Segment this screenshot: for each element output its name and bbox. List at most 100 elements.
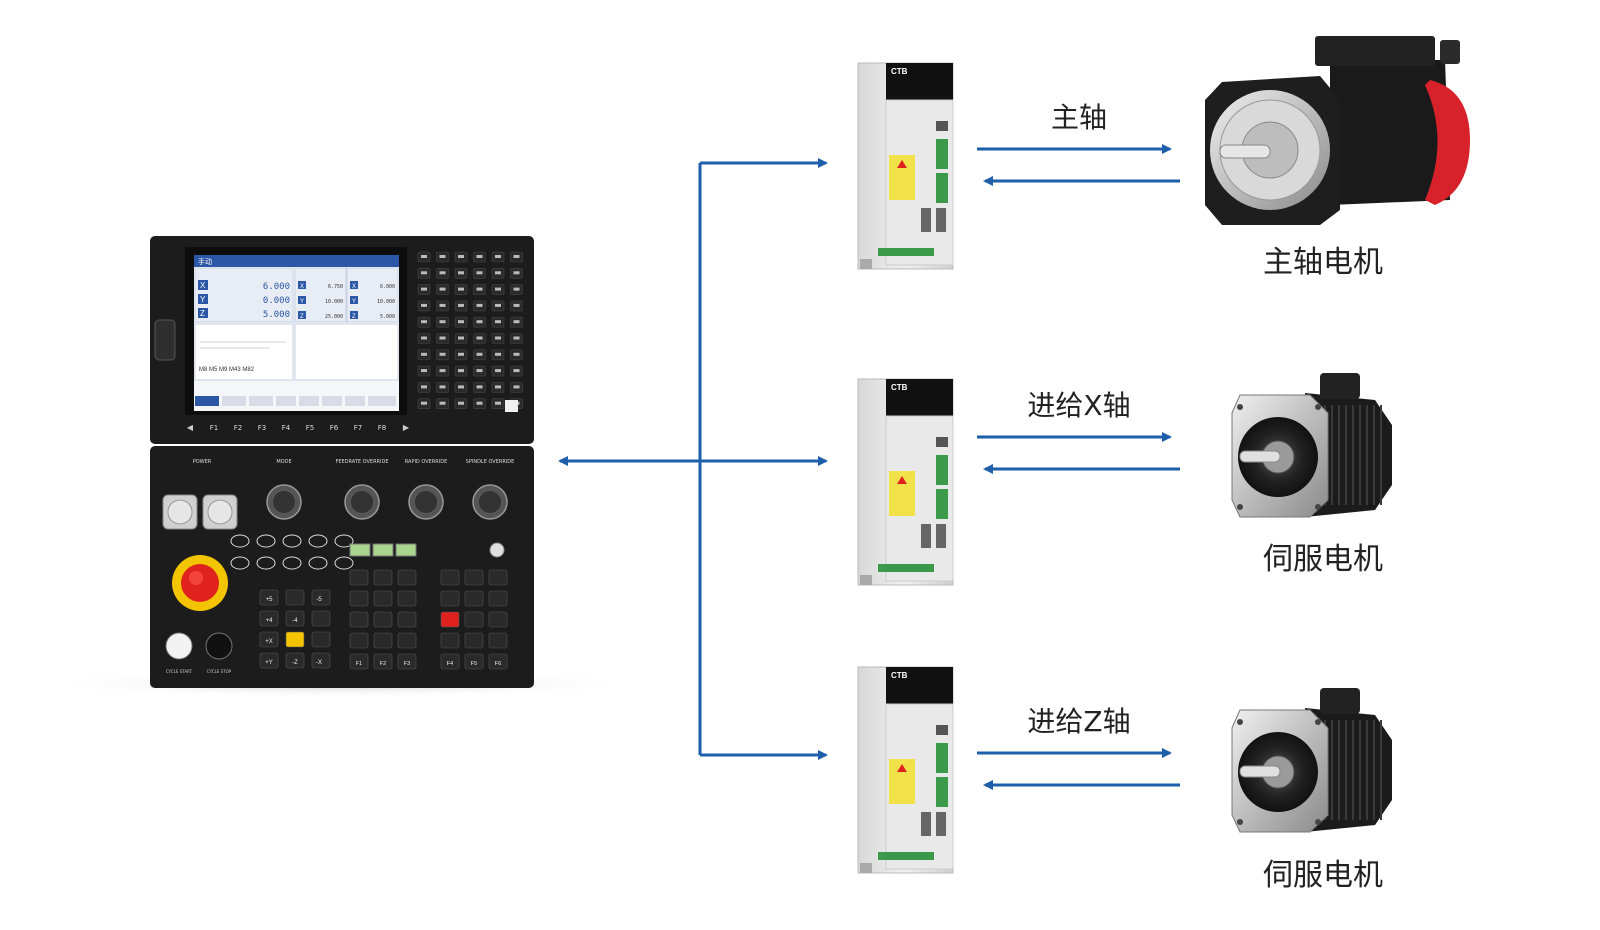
panel-fkey-label: F6 xyxy=(495,661,501,667)
jog-key-label: -Z xyxy=(292,660,298,666)
operation-key[interactable] xyxy=(397,632,417,649)
operation-key[interactable] xyxy=(397,611,417,628)
operation-key[interactable] xyxy=(464,611,484,628)
mode-knob[interactable] xyxy=(266,484,302,520)
operation-key[interactable] xyxy=(373,569,393,586)
drive-brand-label: CTB xyxy=(891,67,908,76)
keypad-key-glyph xyxy=(495,369,501,373)
keypad-key-glyph xyxy=(421,336,427,340)
screen-softkeys[interactable] xyxy=(195,396,396,406)
jog-key[interactable] xyxy=(285,610,305,627)
jog-key[interactable] xyxy=(311,589,331,606)
keypad-key-glyph xyxy=(495,352,501,356)
operation-key[interactable] xyxy=(464,590,484,607)
fkey-2[interactable]: F2 xyxy=(234,424,242,432)
jog-key[interactable] xyxy=(259,631,279,648)
screen-mode: 手动 xyxy=(198,257,212,266)
operation-key[interactable] xyxy=(440,653,460,670)
power-buttons[interactable] xyxy=(162,494,238,530)
spindle-shaft-icon xyxy=(1219,144,1271,159)
operation-key[interactable] xyxy=(349,569,369,586)
operation-key[interactable] xyxy=(349,611,369,628)
keypad-key-glyph xyxy=(421,369,427,373)
remain-z-name: Z xyxy=(352,314,356,320)
operation-key[interactable] xyxy=(464,653,484,670)
spindle-knob[interactable] xyxy=(472,484,508,520)
reset-key[interactable] xyxy=(440,611,460,628)
function-key-row: ◀ F1 F2 F3 F4 F5 F6 F7 F8 ▶ xyxy=(187,423,410,432)
rapid-jog-key[interactable] xyxy=(285,631,305,648)
operation-key[interactable] xyxy=(373,632,393,649)
jog-key[interactable] xyxy=(311,652,331,669)
emergency-stop-button[interactable] xyxy=(172,555,228,611)
fkey-right-arrow-icon[interactable]: ▶ xyxy=(403,423,410,432)
operation-key[interactable] xyxy=(440,590,460,607)
operation-key[interactable] xyxy=(440,632,460,649)
jog-key[interactable] xyxy=(311,610,331,627)
operation-key[interactable] xyxy=(464,632,484,649)
indicator-keys[interactable] xyxy=(349,543,417,557)
fkey-6[interactable]: F6 xyxy=(330,424,339,432)
jog-key[interactable] xyxy=(259,610,279,627)
operation-key[interactable] xyxy=(488,653,508,670)
fkey-3[interactable]: F3 xyxy=(258,424,266,432)
feedrate-knob[interactable] xyxy=(344,484,380,520)
fkey-5[interactable]: F5 xyxy=(306,424,314,432)
keypad-key-glyph xyxy=(421,385,427,389)
fkey-4[interactable]: F4 xyxy=(282,424,291,432)
fkey-7[interactable]: F7 xyxy=(354,424,362,432)
operation-key[interactable] xyxy=(373,611,393,628)
jog-key[interactable] xyxy=(285,589,305,606)
jog-key[interactable] xyxy=(285,652,305,669)
operation-key[interactable] xyxy=(488,569,508,586)
operation-key[interactable] xyxy=(349,653,369,670)
status-lamp-icon xyxy=(334,556,354,570)
operation-key[interactable] xyxy=(373,653,393,670)
white-indicator-key[interactable] xyxy=(505,400,518,412)
fkey-1[interactable]: F1 xyxy=(210,424,218,432)
remain-z-value: 5.000 xyxy=(380,314,395,320)
axis-y-value: 0.000 xyxy=(263,296,290,306)
keypad-key-glyph xyxy=(458,287,464,291)
operation-key[interactable] xyxy=(440,569,460,586)
program-line: M8 M5 M9 M43 M82 xyxy=(199,367,255,373)
status-lamp-icon xyxy=(230,556,250,570)
absolute-coords: X 6.000 Y 0.000 Z 5.000 xyxy=(198,280,290,320)
keypad-key-glyph xyxy=(439,401,446,405)
operation-key[interactable] xyxy=(397,653,417,670)
panel-fkey-label: F2 xyxy=(380,661,386,667)
machine-y-value: 10.000 xyxy=(325,299,343,305)
keypad-key-glyph xyxy=(495,320,501,324)
program-protect-key-icon[interactable] xyxy=(489,542,505,558)
alphanumeric-keypad[interactable] xyxy=(417,251,523,412)
jog-keypad[interactable]: +5+4+X+Y-5-4-Z-X xyxy=(259,589,331,669)
jog-key[interactable] xyxy=(259,589,279,606)
operation-key[interactable] xyxy=(397,569,417,586)
rapid-knob[interactable] xyxy=(408,484,444,520)
jog-key[interactable] xyxy=(311,631,331,648)
operation-key[interactable] xyxy=(373,590,393,607)
keypad-key-glyph xyxy=(458,336,464,340)
keypad-key-glyph xyxy=(421,303,427,307)
cycle-start-button[interactable] xyxy=(165,632,193,660)
keypad-key-glyph xyxy=(439,255,446,258)
keypad-key-glyph xyxy=(439,352,446,356)
label-spindle-motor: 主轴电机 xyxy=(1263,245,1383,280)
keypad-key-glyph xyxy=(476,352,483,356)
fkey-8[interactable]: F8 xyxy=(378,424,386,432)
fkey-left-arrow-icon[interactable]: ◀ xyxy=(187,423,194,432)
operation-key[interactable] xyxy=(488,611,508,628)
operation-key[interactable] xyxy=(488,590,508,607)
drive-motor-arrows xyxy=(977,144,1180,790)
keypad-key-glyph xyxy=(476,401,483,405)
operation-key[interactable] xyxy=(349,590,369,607)
operation-key[interactable] xyxy=(349,632,369,649)
operation-key[interactable] xyxy=(488,632,508,649)
operation-key[interactable] xyxy=(464,569,484,586)
cycle-stop-button[interactable] xyxy=(205,632,233,660)
keypad-key-glyph xyxy=(458,385,464,389)
operation-key[interactable] xyxy=(397,590,417,607)
jog-key[interactable] xyxy=(259,652,279,669)
